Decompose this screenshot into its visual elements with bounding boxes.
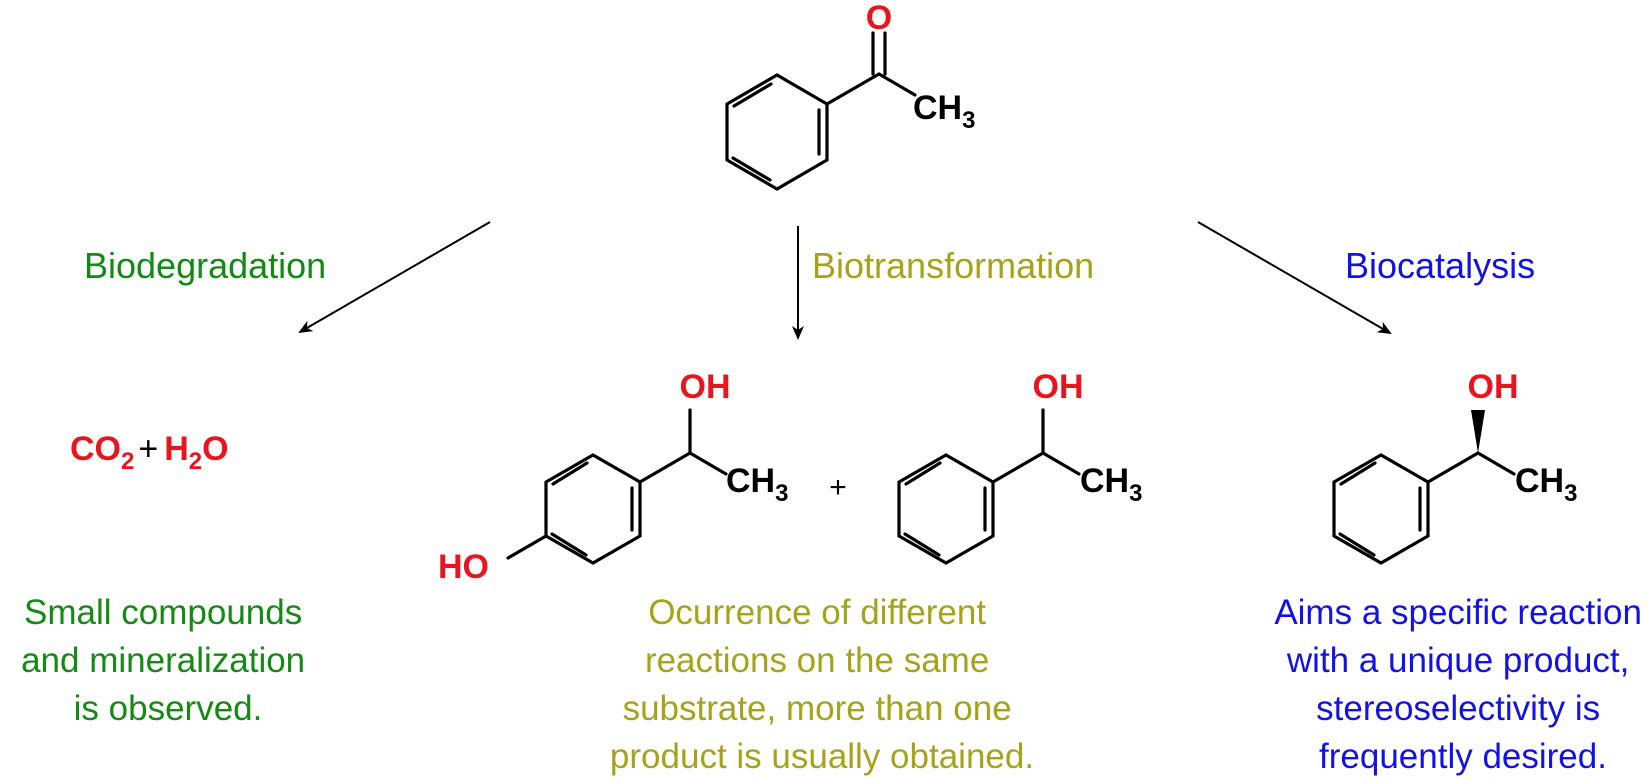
product1-ring-to-ho-bond	[506, 534, 548, 560]
product3-inner-bond	[1339, 461, 1377, 486]
label-biocatalysis: Biocatalysis	[1345, 245, 1535, 286]
ring-to-carbonyl-bond	[825, 72, 881, 106]
product2-benzene-ring	[897, 453, 995, 565]
product1-benzene-ring	[544, 453, 642, 565]
product1-methyl: CH3	[726, 462, 788, 507]
product1-oh: OH	[680, 368, 731, 406]
product2-oh: OH	[1033, 368, 1084, 406]
label-biotransformation: Biotransformation	[812, 245, 1094, 286]
product3-ring-to-carbinol	[1426, 451, 1480, 484]
product2-ring-to-carbinol	[991, 451, 1045, 484]
acetophenone-structure: O CH3	[725, 0, 975, 191]
product2-inner-bond	[903, 532, 941, 557]
product3-wedge-bond	[1471, 410, 1485, 453]
arrow-biocatalysis	[1197, 221, 1392, 335]
substrate-benzene-ring	[725, 73, 829, 191]
biocatalysis-description: Aims a specific reaction with a unique p…	[1274, 593, 1650, 776]
substrate-inner-bond	[732, 82, 773, 108]
product1-ho: HO	[438, 548, 489, 586]
product2-carbinol-methyl-bond	[1041, 451, 1081, 476]
product3-methyl: CH3	[1515, 462, 1577, 507]
label-biodegradation: Biodegradation	[84, 245, 326, 286]
product3-inner-bond	[1338, 532, 1376, 557]
biotransformation-description: Ocurrence of different reactions on the …	[610, 593, 1034, 776]
carbonyl-methyl-bond	[877, 72, 917, 97]
product1-ring-to-carbinol	[638, 451, 692, 484]
product1-inner-bond	[551, 461, 589, 486]
phenylethanol-structure: OH CH3	[897, 368, 1142, 565]
carbonyl-oxygen: O	[866, 0, 892, 37]
product3-oh: OH	[1468, 368, 1519, 406]
product-plus-sign: +	[829, 471, 847, 504]
biodegradation-product: CO2+H2O	[70, 430, 229, 475]
arrow-biodegradation	[298, 221, 491, 334]
substrate-inner-bond	[731, 156, 772, 182]
hydroxyphenyl-ethanol-structure: OH CH3 HO	[438, 368, 788, 586]
product1-carbinol-methyl-bond	[688, 451, 728, 476]
substrate-methyl: CH3	[913, 89, 975, 134]
product2-methyl: CH3	[1080, 462, 1142, 507]
chiral-phenylethanol-structure: OH CH3	[1332, 368, 1577, 565]
product3-carbinol-methyl-bond	[1476, 451, 1516, 476]
product1-inner-bond	[550, 532, 588, 557]
product2-inner-bond	[904, 461, 942, 486]
product3-benzene-ring	[1332, 453, 1430, 565]
biodegradation-description: Small compounds and mineralization is ob…	[21, 593, 315, 728]
